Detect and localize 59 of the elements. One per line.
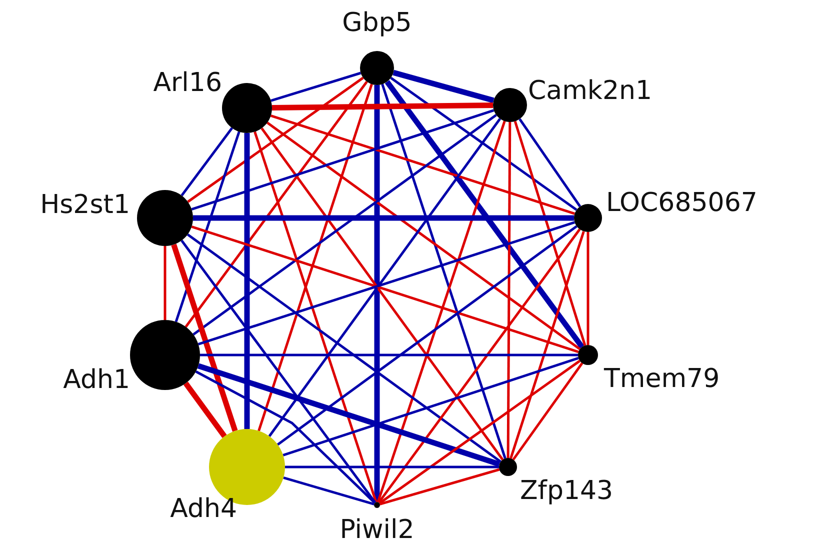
network-edge: [270, 72, 362, 102]
network-edge: [378, 360, 581, 504]
gene-node: [499, 458, 517, 476]
network-edge: [184, 80, 368, 328]
network-edge: [390, 76, 578, 211]
gene-node: [222, 83, 272, 133]
network-edge: [180, 240, 376, 504]
gene-label: Adh1: [63, 365, 130, 395]
network-edge: [186, 233, 502, 463]
network-edge: [270, 114, 576, 215]
gene-label: Arl16: [153, 68, 222, 98]
network-edge: [392, 70, 494, 104]
network-edge: [586, 232, 590, 345]
gene-node: [493, 88, 527, 122]
network-edge: [258, 84, 373, 432]
network-edge: [510, 230, 585, 459]
network-edge: [180, 127, 234, 196]
gene-label: Hs2st1: [40, 190, 130, 220]
gene-node: [137, 190, 193, 246]
network-edge: [174, 131, 240, 322]
gene-node: [574, 204, 602, 232]
network-edge: [183, 382, 227, 438]
network-edge: [378, 228, 581, 504]
network-edge: [193, 215, 574, 221]
gene-label: Tmem79: [604, 364, 720, 394]
network-edge: [195, 370, 376, 504]
network-edge: [381, 84, 506, 459]
gene-node: [578, 345, 598, 365]
gene-label: Gbp5: [342, 8, 412, 38]
network-edge: [276, 225, 578, 446]
network-edge: [384, 80, 584, 349]
network-edge: [282, 356, 579, 456]
network-edge: [514, 120, 586, 346]
network-edge: [272, 102, 494, 110]
gene-node: [360, 51, 394, 85]
network-edge: [200, 354, 578, 356]
network-edge: [374, 85, 380, 502]
network-edge: [192, 114, 497, 336]
gene-node: [130, 320, 200, 390]
gene-label: LOC685067: [606, 188, 758, 218]
network-edge: [164, 246, 166, 320]
network-edge: [285, 466, 499, 468]
network-edge: [254, 131, 378, 503]
gene-label: Zfp143: [520, 476, 614, 506]
network-edge: [506, 122, 512, 458]
network-edge: [266, 122, 581, 350]
network-edge: [376, 120, 506, 503]
gene-label: Piwil2: [340, 515, 414, 545]
network-edge: [171, 244, 238, 432]
gene-label: Adh4: [170, 494, 237, 524]
network-edge: [191, 109, 494, 210]
network-edge: [197, 363, 500, 467]
network-edge: [244, 133, 250, 429]
network-edge: [512, 362, 584, 460]
network-edge: [187, 76, 364, 203]
network-edge: [380, 468, 500, 506]
gene-label: Camk2n1: [528, 76, 652, 106]
network-edge: [518, 118, 582, 208]
network-edge: [283, 476, 374, 506]
